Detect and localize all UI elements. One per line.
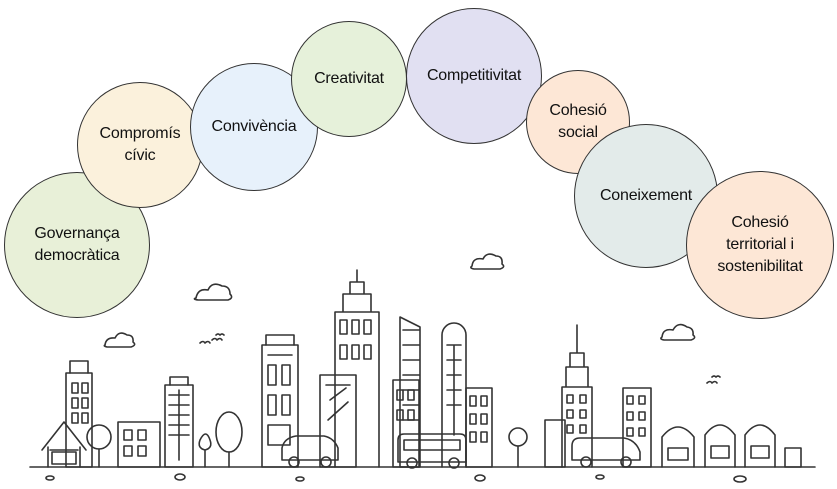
building [622,387,652,468]
birds-icon [706,375,721,384]
building [65,372,93,468]
bubble-compromis-civic: Compromís cívic [77,82,203,208]
bubble-label: Competitivitat [426,67,522,84]
tree [86,424,112,450]
building [441,322,467,468]
car [571,437,641,461]
house [744,424,776,468]
cloud-icon [470,253,505,270]
bubble-label: Coneixement [599,187,693,204]
tree [508,427,528,447]
house [41,421,87,468]
building [261,344,299,468]
bus [397,433,467,463]
birds-icon [199,333,225,344]
car [281,435,339,461]
tree [215,411,243,453]
bubble-label: Cohesió territorial i sostenibilitat [717,214,803,275]
bubble-label: Convivència [211,118,297,135]
building [164,384,194,468]
building [319,374,357,468]
bubble-cohesio-social: Cohesió social [526,70,630,174]
bubble-label: Cohesió social [549,102,607,141]
tree [198,433,212,468]
cloud-icon [193,283,233,301]
skyscraper [334,269,380,468]
cloud-icon [103,332,136,348]
bubble-cohesio-territorial-sostenibilitat: Cohesió territorial i sostenibilitat [686,171,834,319]
building [465,387,493,468]
bubble-competitivitat: Competitivitat [406,8,542,144]
building [544,419,566,468]
bubble-label: Compromís cívic [99,125,181,164]
bubble-creativitat: Creativitat [291,21,407,137]
skyscraper [561,324,593,468]
bubble-label: Governança democràtica [34,225,120,264]
mailbox [784,447,802,468]
cloud-icon [660,323,696,341]
building [117,421,161,468]
house [661,426,695,468]
bubble-label: Creativitat [314,70,384,87]
building [392,379,420,468]
house [704,424,736,468]
